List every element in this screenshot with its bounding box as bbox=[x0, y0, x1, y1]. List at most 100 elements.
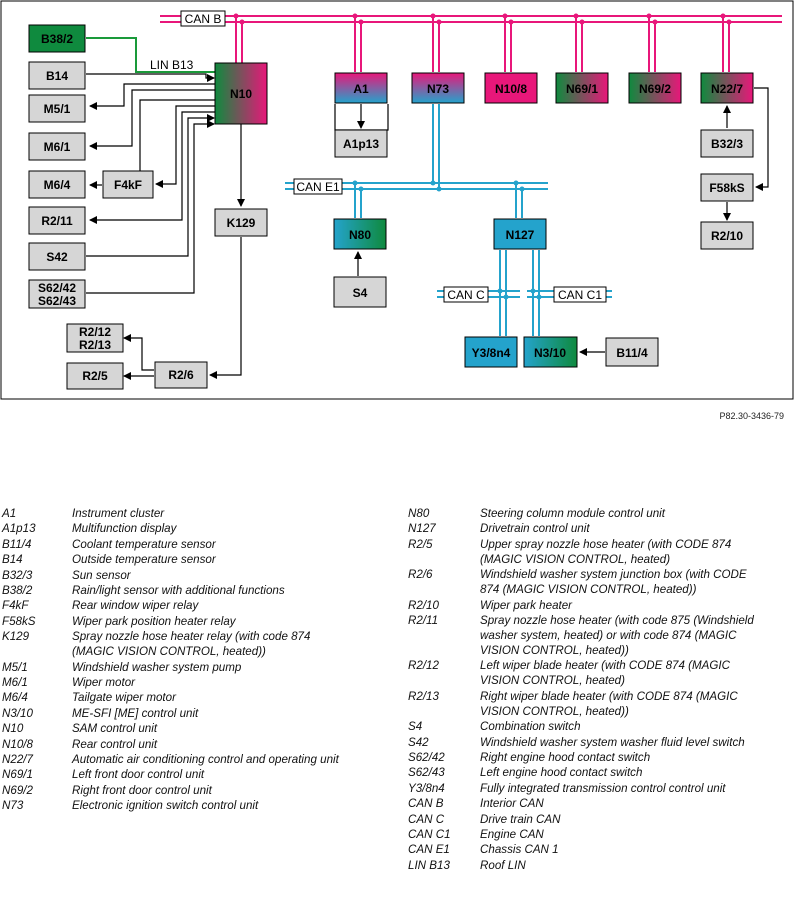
legend-code: CAN C bbox=[408, 812, 445, 826]
node-n73: N73 bbox=[411, 72, 465, 104]
legend-description: Combination switch bbox=[480, 720, 581, 734]
svg-text:N80: N80 bbox=[349, 228, 371, 242]
can-b-label: CAN B bbox=[180, 10, 226, 27]
legend-code: R2/13 bbox=[408, 689, 439, 703]
legend-description: Outside temperature sensor bbox=[72, 553, 216, 567]
can-c1-label: CAN C1 bbox=[553, 286, 607, 303]
legend-code: N3/10 bbox=[2, 706, 33, 720]
node-n3-10: N3/10 bbox=[523, 336, 578, 368]
legend-description: Left engine hood contact switch bbox=[480, 766, 643, 780]
legend-description: Chassis CAN 1 bbox=[480, 843, 559, 857]
legend-description: Wiper park position heater relay bbox=[72, 614, 236, 628]
legend-code: N10/8 bbox=[2, 737, 33, 751]
svg-text:A1p13: A1p13 bbox=[343, 137, 379, 151]
legend-code: R2/12 bbox=[408, 659, 439, 673]
node-m6-4: M6/4 bbox=[28, 170, 86, 199]
can-e1-label: CAN E1 bbox=[293, 178, 343, 195]
legend-code: M6/4 bbox=[2, 691, 28, 705]
svg-text:N69/1: N69/1 bbox=[566, 82, 598, 96]
legend-description: Windshield washer system pump bbox=[72, 660, 242, 674]
legend-description: Right front door control unit bbox=[72, 783, 212, 797]
svg-text:R2/10: R2/10 bbox=[711, 229, 743, 243]
legend-code: N69/1 bbox=[2, 768, 33, 782]
node-y3-8n4: Y3/8n4 bbox=[464, 336, 518, 368]
legend-code: K129 bbox=[2, 630, 30, 644]
legend-description: Left front door control unit bbox=[72, 768, 205, 782]
node-a1: A1 bbox=[334, 72, 388, 104]
legend-description: Rain/light sensor with additional functi… bbox=[72, 584, 285, 597]
legend-description: Multifunction display bbox=[72, 522, 177, 536]
node-m5-1: M5/1 bbox=[28, 94, 86, 123]
reference-code: P82.30-3436-79 bbox=[719, 411, 784, 421]
legend-code: S62/42 bbox=[408, 751, 445, 764]
legend-description: Roof LIN bbox=[480, 858, 526, 872]
legend-code: R2/6 bbox=[408, 568, 433, 582]
wiring-diagram: CAN B CAN E1 CAN C CAN C1 L bbox=[0, 0, 794, 400]
legend-code: CAN E1 bbox=[408, 843, 450, 857]
lin-b13-line bbox=[86, 37, 216, 73]
node-r2-10: R2/10 bbox=[700, 221, 754, 250]
node-n10: N10 bbox=[214, 62, 268, 125]
legend-description: Spray nozzle hose heater (with code 875 … bbox=[480, 614, 754, 657]
svg-text:R2/11: R2/11 bbox=[41, 214, 73, 228]
legend-code: Y3/8n4 bbox=[408, 781, 445, 795]
legend-description: Sun sensor bbox=[72, 568, 131, 582]
can-b-bus bbox=[160, 15, 782, 72]
legend-description: Interior CAN bbox=[480, 797, 544, 811]
svg-text:R2/5: R2/5 bbox=[82, 369, 108, 383]
legend-description: Spray nozzle hose heater relay (with cod… bbox=[72, 630, 311, 659]
legend-description: Electronic ignition switch control unit bbox=[72, 799, 259, 813]
node-n127: N127 bbox=[493, 218, 547, 250]
node-n80: N80 bbox=[333, 218, 387, 250]
svg-text:M6/1: M6/1 bbox=[44, 140, 71, 154]
legend-description: Drive train CAN bbox=[480, 812, 561, 826]
legend-code: CAN C1 bbox=[408, 828, 451, 841]
can-e1-junctions bbox=[352, 180, 525, 192]
legend-description: Tailgate wiper motor bbox=[72, 691, 176, 705]
node-n69-2: N69/2 bbox=[628, 72, 682, 104]
svg-text:CAN C1: CAN C1 bbox=[558, 288, 602, 302]
legend-code: CAN B bbox=[408, 797, 444, 811]
svg-text:N22/7: N22/7 bbox=[711, 82, 743, 96]
svg-text:R2/6: R2/6 bbox=[168, 368, 194, 382]
legend-code: N69/2 bbox=[2, 783, 33, 797]
node-b38-2: B38/2 bbox=[28, 24, 86, 53]
legend-code: N22/7 bbox=[2, 753, 33, 766]
legend-description: Windshield washer system junction box (w… bbox=[480, 568, 747, 597]
node-n69-1: N69/1 bbox=[555, 72, 609, 104]
svg-text:M6/4: M6/4 bbox=[44, 178, 71, 192]
svg-text:A1: A1 bbox=[353, 82, 369, 96]
node-k129: K129 bbox=[214, 208, 268, 237]
legend-code: A1 bbox=[2, 507, 17, 520]
lin-b13-label: LIN B13 bbox=[150, 58, 194, 72]
svg-text:F58kS: F58kS bbox=[709, 181, 744, 195]
svg-text:B38/2: B38/2 bbox=[41, 32, 73, 46]
legend-description: Instrument cluster bbox=[72, 507, 165, 520]
svg-text:N69/2: N69/2 bbox=[639, 82, 671, 96]
svg-text:N10: N10 bbox=[230, 87, 252, 101]
svg-text:B32/3: B32/3 bbox=[711, 137, 743, 151]
legend-code: S4 bbox=[408, 720, 423, 734]
diagram-frame bbox=[0, 0, 794, 400]
node-r2-11: R2/11 bbox=[28, 206, 86, 235]
svg-text:S4: S4 bbox=[353, 286, 368, 300]
node-m6-1: M6/1 bbox=[28, 132, 86, 161]
legend-code: N73 bbox=[2, 799, 24, 813]
legend-description: Rear control unit bbox=[72, 737, 158, 751]
legend-description: Windshield washer system washer fluid le… bbox=[480, 735, 745, 749]
node-s4: S4 bbox=[333, 276, 387, 308]
legend-description: Drivetrain control unit bbox=[480, 522, 590, 536]
svg-text:B14: B14 bbox=[46, 69, 68, 83]
node-a1p13: A1p13 bbox=[334, 129, 388, 158]
node-b11-4: B11/4 bbox=[605, 337, 659, 367]
legend-code: S42 bbox=[408, 735, 429, 749]
legend-description: Engine CAN bbox=[480, 828, 544, 841]
legend-code: LIN B13 bbox=[408, 858, 450, 872]
legend-code: R2/11 bbox=[408, 614, 439, 627]
legend-code: N80 bbox=[408, 507, 430, 520]
legend-code: R2/5 bbox=[408, 537, 433, 551]
svg-text:N73: N73 bbox=[427, 82, 449, 96]
